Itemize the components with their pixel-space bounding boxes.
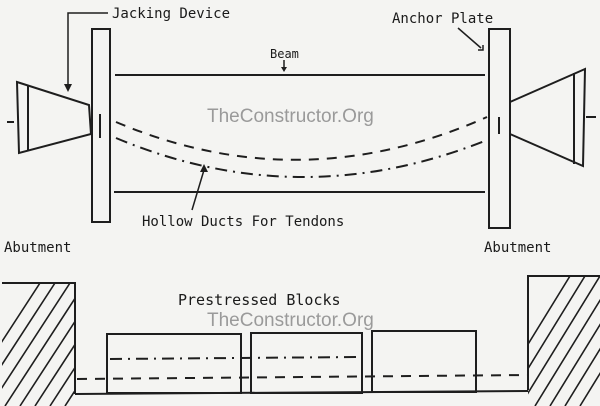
label-jacking-device: Jacking Device	[112, 6, 230, 22]
left-anchor-plate	[91, 28, 111, 223]
bottom-diagram: Abutment Abutment Prestressed Blocks The…	[2, 240, 600, 406]
prestressed-block-3	[371, 330, 477, 393]
left-jacking-device	[7, 80, 93, 155]
label-beam: Beam	[270, 47, 299, 61]
watermark-bottom: TheConstructor.Org	[207, 310, 374, 331]
label-prestressed-blocks: Prestressed Blocks	[178, 291, 341, 309]
label-anchor-plate: Anchor Plate	[392, 11, 493, 27]
watermark-top: TheConstructor.Org	[207, 106, 374, 127]
right-abutment	[527, 275, 600, 406]
ducts-leader	[191, 169, 205, 211]
label-abutment-right: Abutment	[484, 240, 551, 256]
tendon-line-upper	[109, 356, 361, 360]
anchor-arrow-icon	[478, 45, 484, 51]
ducts-arrow-icon	[200, 164, 208, 172]
tendon-duct-upper	[115, 116, 488, 161]
tendon-line-lower	[76, 374, 529, 380]
jacking-device-leader	[67, 12, 108, 88]
top-diagram: Jacking Device Anchor Plate Beam Hollow …	[7, 6, 596, 230]
anchor-plate-leader	[457, 27, 482, 49]
jacking-arrow-icon	[64, 84, 72, 92]
beam-arrow-icon	[281, 67, 287, 72]
tendon-duct-lower	[115, 137, 488, 178]
prestressed-block-2	[250, 332, 363, 394]
left-abutment	[2, 282, 76, 406]
label-hollow-ducts: Hollow Ducts For Tendons	[142, 214, 344, 230]
right-jacking-device	[509, 67, 596, 168]
label-abutment-left: Abutment	[4, 240, 71, 256]
prestressed-block-1	[106, 333, 242, 394]
